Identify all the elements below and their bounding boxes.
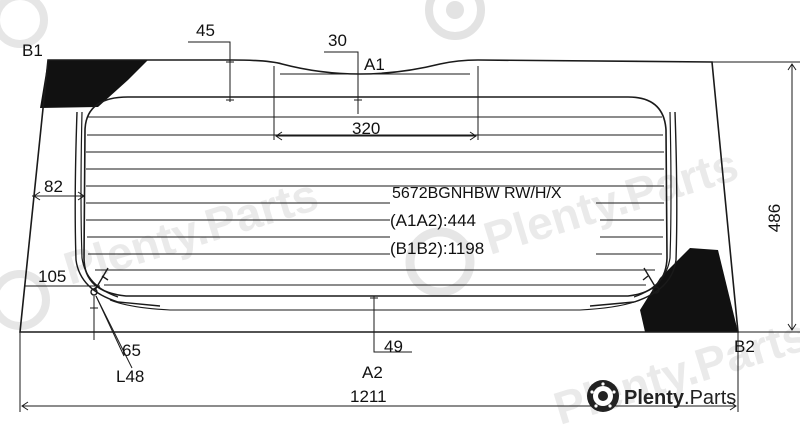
dimension-lines xyxy=(19,41,800,412)
dim-45: 45 xyxy=(196,21,215,40)
dim-82: 82 xyxy=(44,177,63,196)
brand-name-bold: Plenty xyxy=(624,387,685,409)
label-b2: B2 xyxy=(734,337,755,356)
dim-486: 486 xyxy=(765,204,784,232)
dim-1211: 1211 xyxy=(350,387,387,406)
bottom-edge-line xyxy=(109,299,641,311)
label-a1: A1 xyxy=(364,55,385,74)
dim-65: 65 xyxy=(122,341,141,360)
heated-area-outline xyxy=(83,96,668,297)
spec-b1b2: (B1B2):1198 xyxy=(390,239,484,258)
dim-105: 105 xyxy=(38,267,66,286)
bus-bar-left xyxy=(74,111,161,307)
brand-suffix: .Parts xyxy=(684,387,736,409)
terminal-right-icon xyxy=(642,267,660,294)
watermark-text: Plenty.Parts xyxy=(58,168,324,294)
part-code: 5672BGNHBW RW/H/X xyxy=(392,185,562,202)
heating-grid xyxy=(86,116,664,286)
dim-30: 30 xyxy=(328,31,347,50)
dim-l48: L48 xyxy=(116,367,144,386)
dim-49: 49 xyxy=(384,337,403,356)
brake-disc-logo-icon xyxy=(587,380,619,412)
spec-a1a2: (A1A2):444 xyxy=(390,211,476,230)
frit-corner-top-left xyxy=(40,60,148,108)
label-a2: A2 xyxy=(362,363,383,382)
bus-bar-right xyxy=(589,111,678,307)
brand-name: Plenty.Parts xyxy=(624,387,736,409)
label-b1: B1 xyxy=(22,41,43,60)
frit-corner-bottom-right xyxy=(640,248,738,332)
dim-320: 320 xyxy=(352,119,380,138)
